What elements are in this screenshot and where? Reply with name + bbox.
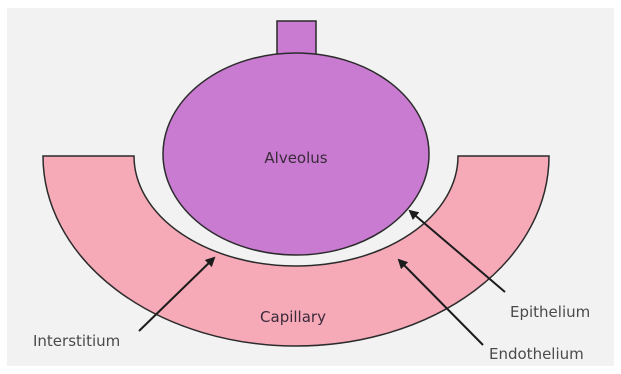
endothelium-label: Endothelium: [489, 345, 584, 363]
alveolus-label: Alveolus: [264, 149, 327, 167]
interstitium-label: Interstitium: [33, 332, 120, 350]
capillary-label: Capillary: [260, 308, 326, 326]
epithelium-label: Epithelium: [510, 303, 590, 321]
